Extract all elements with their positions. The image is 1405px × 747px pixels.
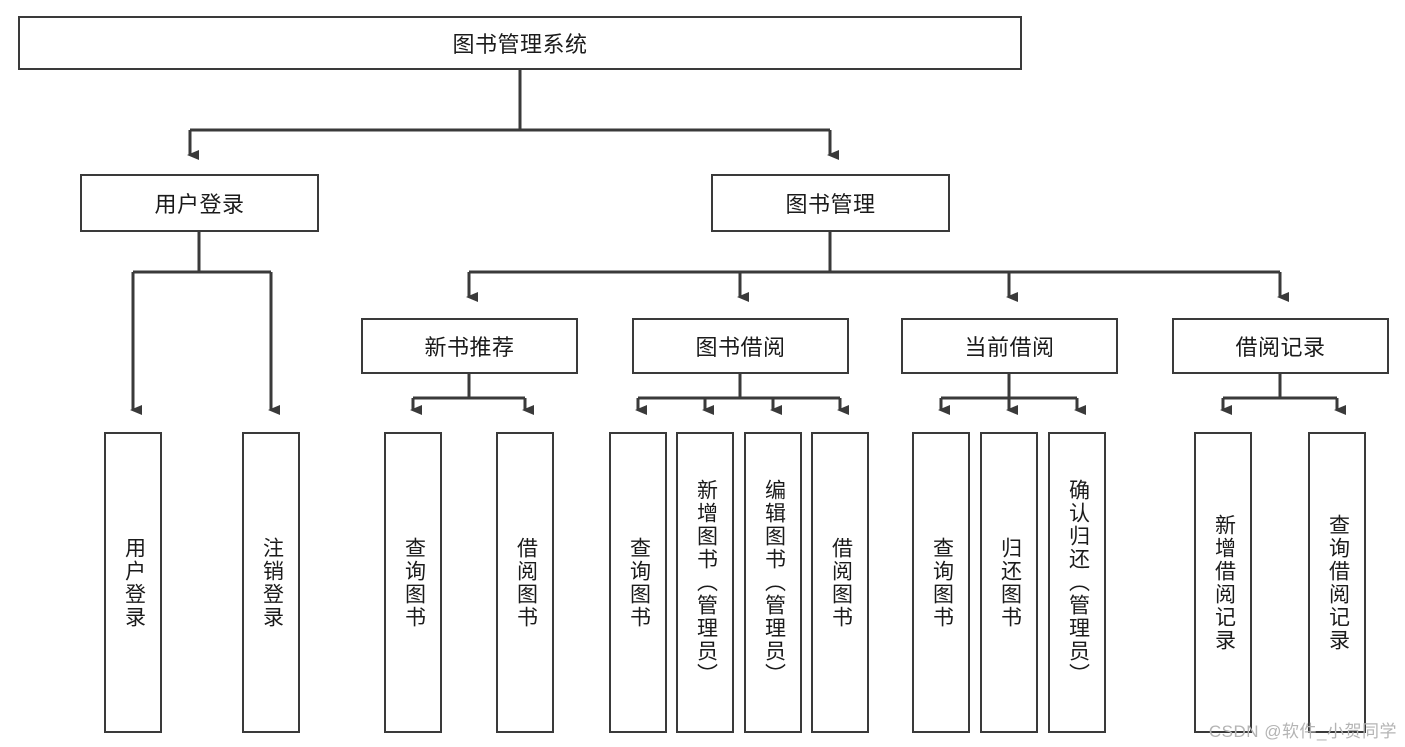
node-borrow-record[interactable]: 借阅记录	[1172, 318, 1389, 374]
leaf-edit-book-label: 编辑图书（管理员）	[762, 479, 786, 686]
node-current-borrow[interactable]: 当前借阅	[901, 318, 1118, 374]
leaf-query-record[interactable]: 查询借阅记录	[1308, 432, 1366, 733]
leaf-logout[interactable]: 注销登录	[242, 432, 300, 733]
leaf-query-book-1-label: 查询图书	[402, 536, 426, 629]
leaf-borrow-book-1[interactable]: 借阅图书	[496, 432, 554, 733]
leaf-borrow-book-2[interactable]: 借阅图书	[811, 432, 869, 733]
leaf-add-record[interactable]: 新增借阅记录	[1194, 432, 1252, 733]
leaf-return-book[interactable]: 归还图书	[980, 432, 1038, 733]
node-user-login-label: 用户登录	[154, 192, 245, 217]
node-book-borrow[interactable]: 图书借阅	[632, 318, 849, 374]
leaf-add-book[interactable]: 新增图书（管理员）	[676, 432, 734, 733]
leaf-confirm-return[interactable]: 确认归还（管理员）	[1048, 432, 1106, 733]
leaf-query-book-2[interactable]: 查询图书	[609, 432, 667, 733]
leaf-query-record-label: 查询借阅记录	[1326, 513, 1350, 652]
node-book-manage-label: 图书管理	[785, 192, 876, 217]
node-book-borrow-label: 图书借阅	[695, 335, 786, 360]
node-root-label: 图书管理系统	[452, 32, 588, 57]
leaf-query-book-1[interactable]: 查询图书	[384, 432, 442, 733]
leaf-query-book-3[interactable]: 查询图书	[912, 432, 970, 733]
node-root[interactable]: 图书管理系统	[18, 16, 1022, 70]
node-book-manage[interactable]: 图书管理	[711, 174, 950, 232]
node-current-borrow-label: 当前借阅	[964, 335, 1055, 360]
leaf-query-book-3-label: 查询图书	[930, 536, 954, 629]
node-new-book-rec[interactable]: 新书推荐	[361, 318, 578, 374]
leaf-add-book-label: 新增图书（管理员）	[694, 479, 718, 686]
node-borrow-record-label: 借阅记录	[1235, 335, 1326, 360]
leaf-borrow-book-2-label: 借阅图书	[829, 536, 853, 629]
leaf-user-login-label: 用户登录	[122, 536, 146, 629]
node-new-book-rec-label: 新书推荐	[424, 335, 515, 360]
leaf-user-login[interactable]: 用户登录	[104, 432, 162, 733]
leaf-return-book-label: 归还图书	[998, 536, 1022, 629]
watermark: CSDN @软件_小贺同学	[1208, 722, 1397, 741]
leaf-add-record-label: 新增借阅记录	[1212, 513, 1236, 652]
leaf-edit-book[interactable]: 编辑图书（管理员）	[744, 432, 802, 733]
node-user-login[interactable]: 用户登录	[80, 174, 319, 232]
leaf-logout-label: 注销登录	[260, 536, 284, 629]
leaf-borrow-book-1-label: 借阅图书	[514, 536, 538, 629]
leaf-query-book-2-label: 查询图书	[627, 536, 651, 629]
leaf-confirm-return-label: 确认归还（管理员）	[1066, 479, 1090, 686]
